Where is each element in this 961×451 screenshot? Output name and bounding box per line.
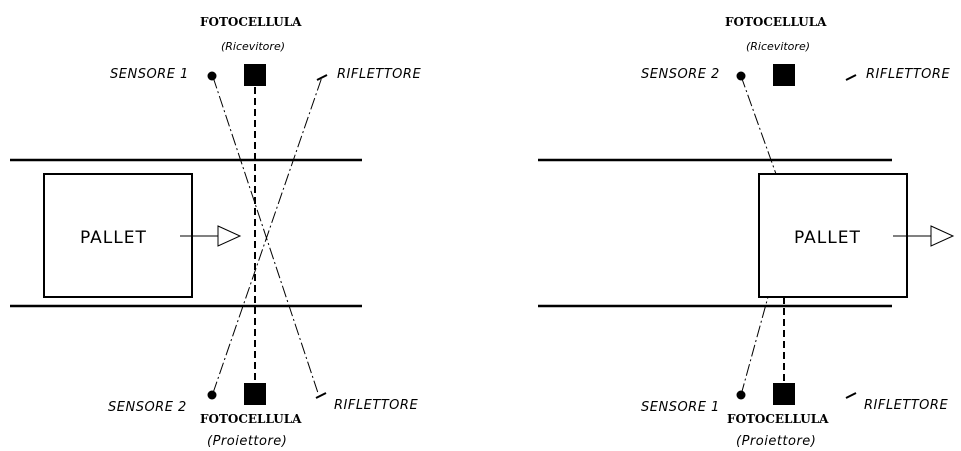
left-bottom-reflector-label: RIFLETTORE xyxy=(334,398,418,413)
left-top-fotocellula-label: FOTOCELLULA xyxy=(200,15,302,29)
left-top-reflector-label: RIFLETTORE xyxy=(337,67,421,82)
left-top-role-label: (Ricevitore) xyxy=(221,40,285,53)
right-diagram: PALLET FOTOCELLULA (Ricevitore) SENSORE … xyxy=(538,15,955,449)
right-top-sensor-label: SENSORE 2 xyxy=(641,67,720,82)
left-direction-arrow-icon xyxy=(217,225,242,247)
right-sensor2-icon xyxy=(736,71,746,81)
right-bottom-reflector-icon xyxy=(845,392,857,399)
right-top-role-label: (Ricevitore) xyxy=(746,40,810,53)
left-top-reflector-icon xyxy=(316,74,328,81)
left-sensor1-icon xyxy=(207,71,217,81)
left-pallet-box xyxy=(43,173,193,298)
right-ray-sensor1 xyxy=(740,296,769,396)
right-pallet-label: PALLET xyxy=(794,228,861,248)
right-receiver-photocell-icon xyxy=(773,64,795,86)
right-bottom-reflector-label: RIFLETTORE xyxy=(864,398,948,413)
right-direction-arrow-icon xyxy=(930,225,955,247)
left-sensor2-icon xyxy=(207,390,217,400)
right-bottom-sensor-label: SENSORE 1 xyxy=(641,400,720,415)
right-bottom-fotocellula-label: FOTOCELLULA xyxy=(727,412,829,426)
left-top-sensor-label: SENSORE 1 xyxy=(110,67,189,82)
right-top-reflector-label: RIFLETTORE xyxy=(866,67,950,82)
left-bottom-sensor-label: SENSORE 2 xyxy=(108,400,187,415)
left-pallet-label: PALLET xyxy=(80,228,147,248)
left-ray-sensor1 xyxy=(212,76,319,394)
left-projector-photocell-icon xyxy=(244,383,266,405)
right-top-fotocellula-label: FOTOCELLULA xyxy=(725,15,827,29)
right-ray-sensor2 xyxy=(740,75,777,175)
left-ray-sensor2 xyxy=(212,76,323,394)
right-sensor1-icon xyxy=(736,390,746,400)
left-bottom-reflector-icon xyxy=(315,392,327,399)
left-diagram: PALLET FOTOCELLULA (Ricevitore) SENSORE … xyxy=(10,15,421,449)
right-projector-photocell-icon xyxy=(773,383,795,405)
left-bottom-role-label: (Proiettore) xyxy=(207,434,287,449)
right-bottom-role-label: (Proiettore) xyxy=(736,434,816,449)
left-receiver-photocell-icon xyxy=(244,64,266,86)
right-top-reflector-icon xyxy=(845,74,857,81)
left-bottom-fotocellula-label: FOTOCELLULA xyxy=(200,412,302,426)
